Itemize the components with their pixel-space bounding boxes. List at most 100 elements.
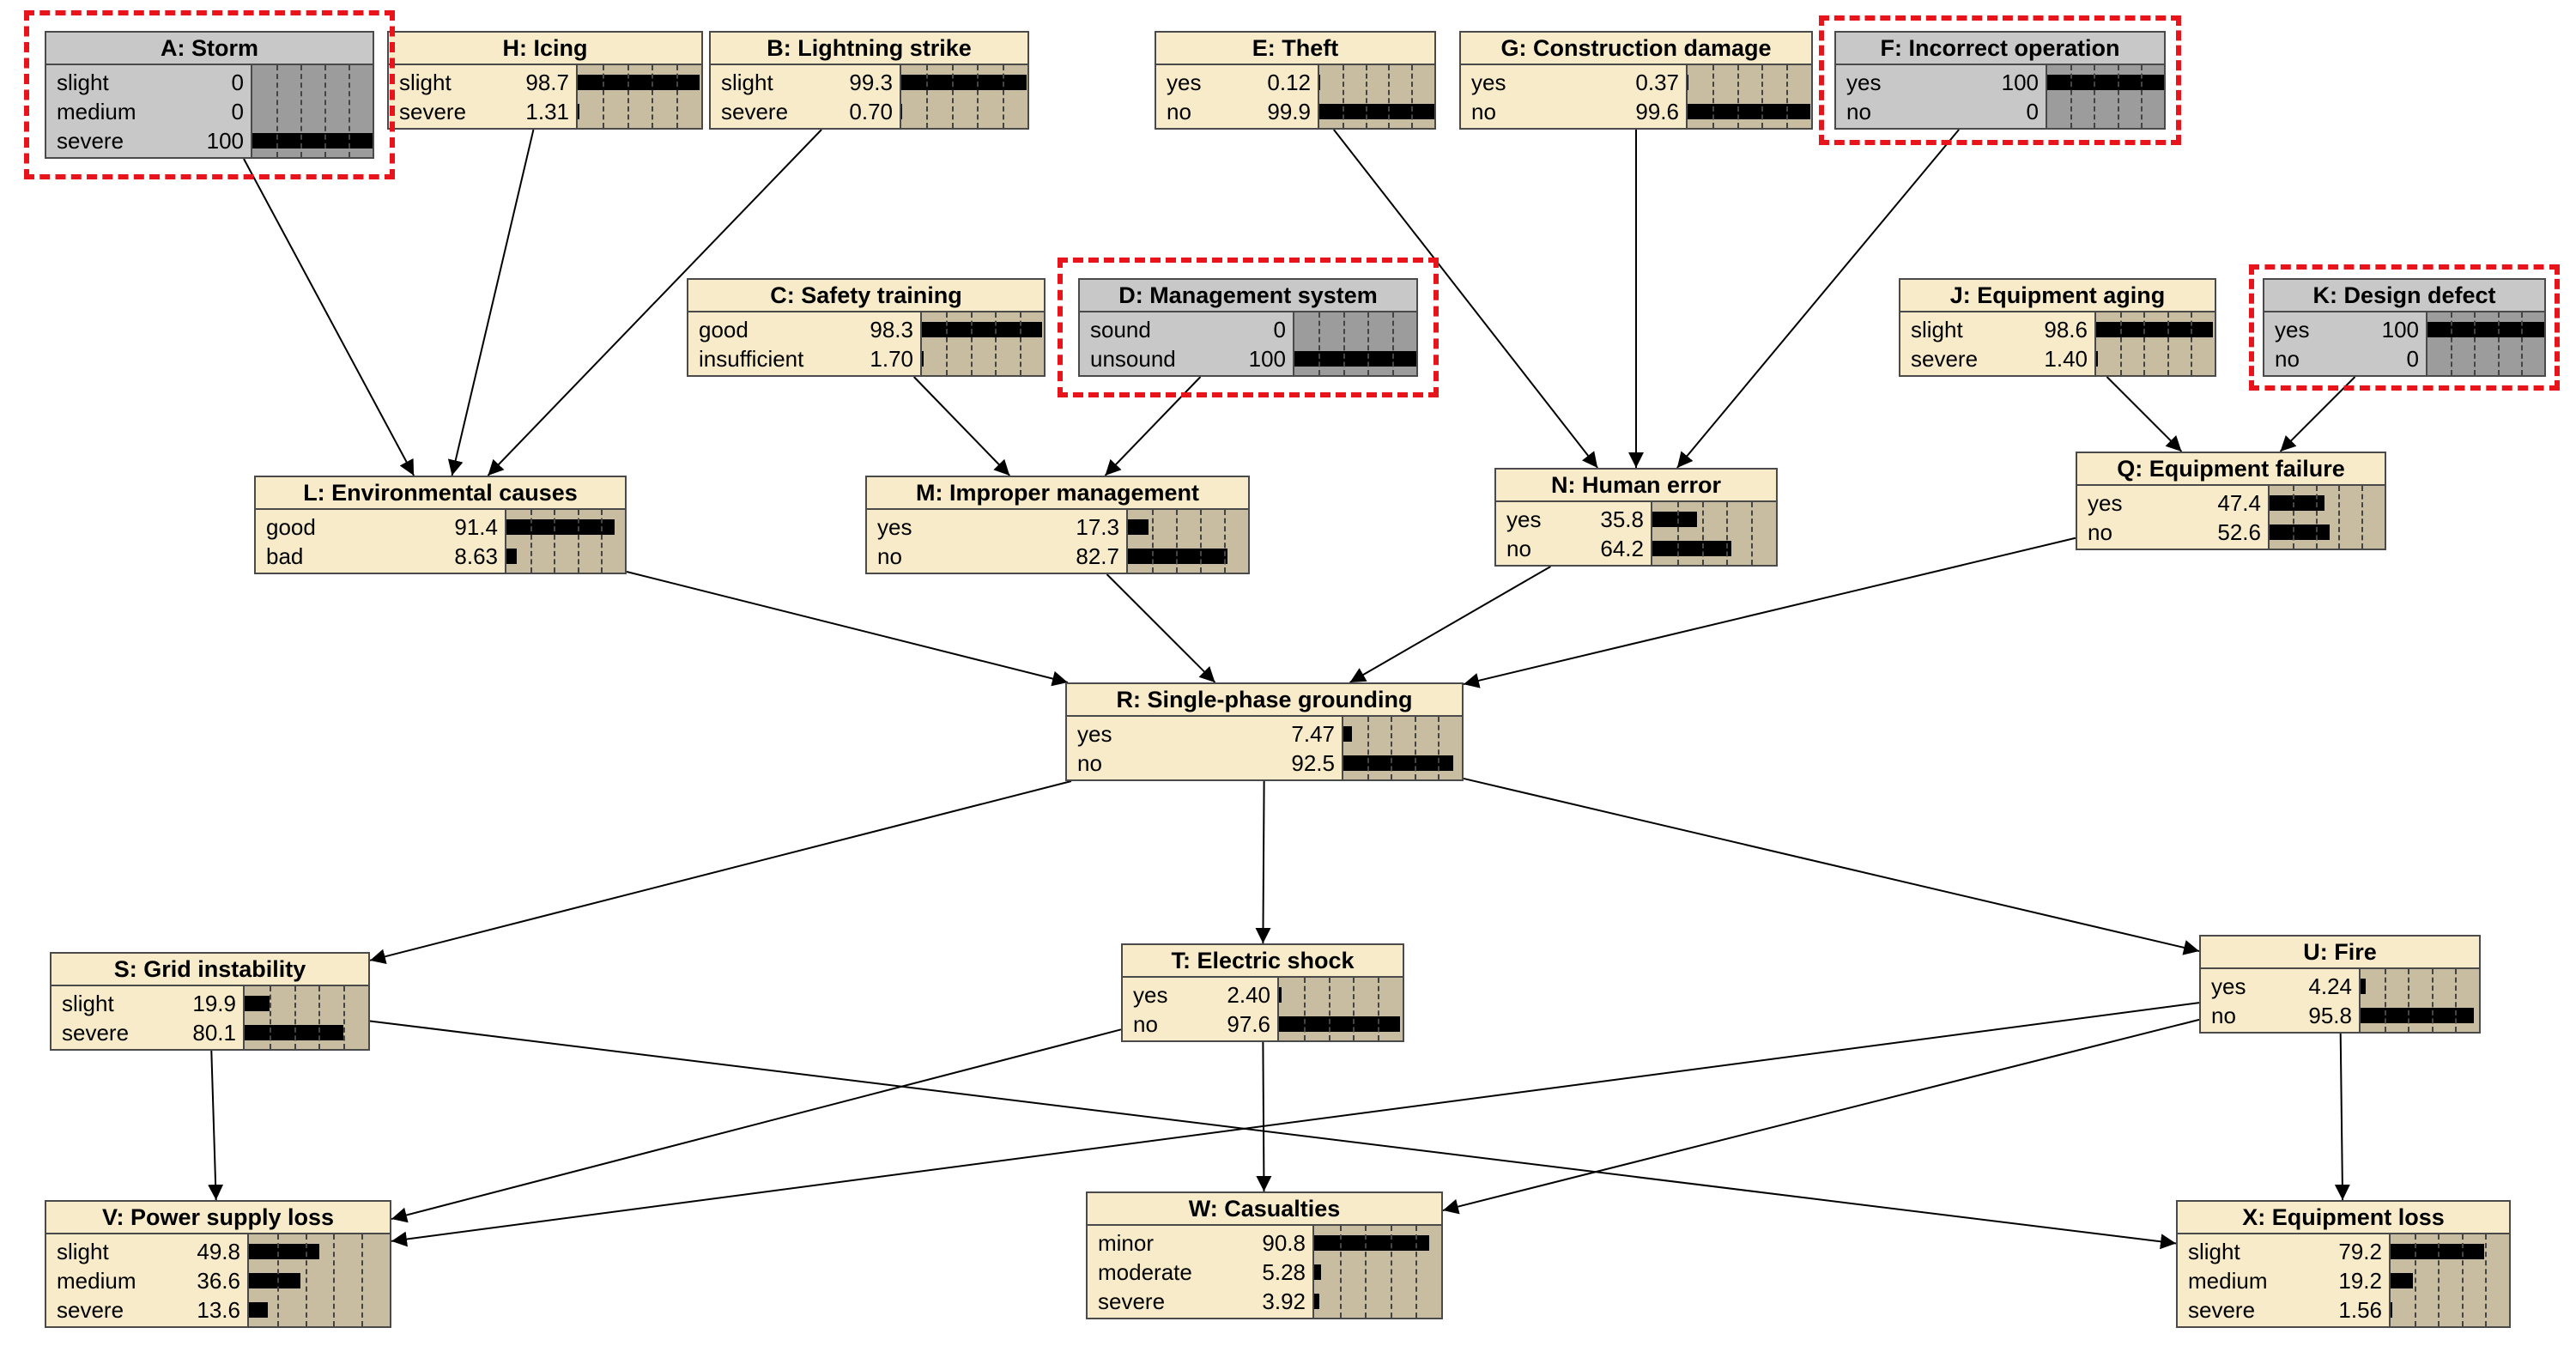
grid-line — [2384, 969, 2386, 1032]
probability-bar — [1128, 519, 1149, 535]
node-title: N: Human error — [1496, 470, 1776, 502]
bar-row — [1128, 542, 1248, 571]
bar-row — [1343, 749, 1462, 778]
grid-line — [1224, 510, 1226, 573]
grid-line — [1378, 978, 1380, 1040]
grid-line — [2520, 312, 2523, 375]
edge-j-to-q — [2106, 376, 2183, 452]
bar-row — [578, 68, 701, 97]
probability-bar — [249, 1244, 319, 1259]
edge-n-to-r — [1349, 566, 1551, 683]
belief-bar-area — [901, 65, 1027, 128]
edge-a-to-l — [243, 158, 415, 476]
grid-line — [530, 510, 532, 573]
edge-l-to-r — [626, 571, 1069, 687]
state-label: unsound — [1090, 346, 1176, 372]
belief-bar-area — [1294, 312, 1416, 375]
node-title: C: Safety training — [688, 280, 1044, 312]
probability-bar — [2391, 1302, 2393, 1318]
grid-line — [2094, 65, 2096, 128]
grid-line — [627, 65, 629, 128]
probability-bar — [2428, 322, 2544, 337]
probability-bar — [1688, 104, 1811, 119]
grid-line — [343, 986, 346, 1049]
node-title: K: Design defect — [2264, 280, 2544, 312]
node-title: E: Theft — [1156, 33, 1434, 65]
belief-bar-area — [1128, 510, 1248, 573]
